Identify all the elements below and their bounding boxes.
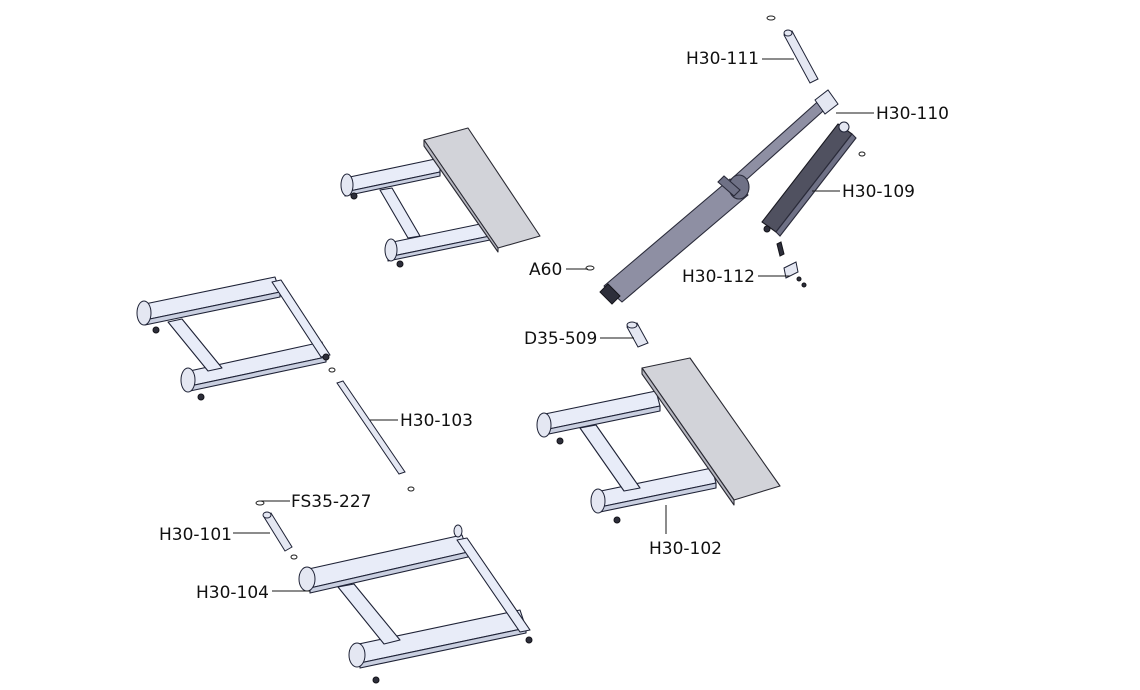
top-ramp-frame xyxy=(340,127,541,268)
label-h30-112: H30-112 xyxy=(682,267,755,287)
bottom-frame xyxy=(298,524,533,684)
label-d35-509: D35-509 xyxy=(524,329,597,349)
right-ramp-frame xyxy=(536,357,781,524)
cylinder-pin xyxy=(626,321,649,348)
label-a60: A60 xyxy=(529,260,562,280)
label-h30-111: H30-111 xyxy=(686,49,759,69)
label-h30-101: H30-101 xyxy=(159,525,232,545)
label-h30-103: H30-103 xyxy=(400,411,473,431)
small-pin xyxy=(255,500,298,560)
upper-pin xyxy=(766,15,819,84)
hydraulic-cylinder xyxy=(585,89,839,305)
label-fs35-227: FS35-227 xyxy=(291,492,371,512)
label-h30-104: H30-104 xyxy=(196,583,269,603)
bracket-bolt xyxy=(776,241,807,288)
leader-lines xyxy=(233,58,874,592)
label-h30-102: H30-102 xyxy=(649,539,722,559)
label-h30-110: H30-110 xyxy=(876,104,949,124)
left-frame xyxy=(136,276,331,401)
link-bar xyxy=(761,121,866,237)
label-h30-109: H30-109 xyxy=(842,182,915,202)
long-rod xyxy=(328,367,415,492)
